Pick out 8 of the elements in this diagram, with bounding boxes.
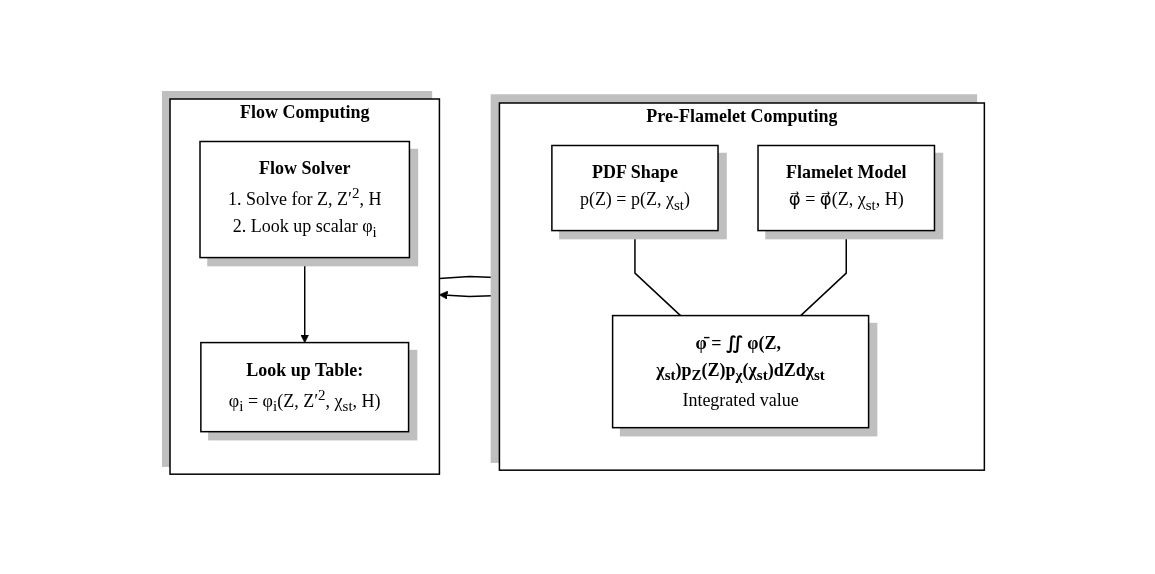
node-box: Flamelet Model φ⃗ = φ⃗(Z, χ$_{st}$, H): [757, 145, 936, 232]
arrow: [300, 257, 310, 344]
node-box: PDF Shape p(Z) = p(Z, χ$_{st}$): [551, 145, 720, 232]
node-box: Look up Table: φ$_{i}$ = φ$_{i}$(Z, Z′$^{2}$, χ$_{st}$, H): [200, 342, 410, 433]
node-box: Flow Solver 1. Solve for Z, Z′$^{2}$, H 2. Look up scalar φ$_{i}$: [199, 141, 411, 259]
connector: [800, 230, 848, 317]
node-box: φ̄ = ∬ φ(Z, χ$_{st}$)p$_{Z}$(Z)p$_{χ}$(χ$_{st}$)dZdχ$_{st}$ Integrated value: [612, 315, 870, 429]
connector: [634, 230, 682, 317]
